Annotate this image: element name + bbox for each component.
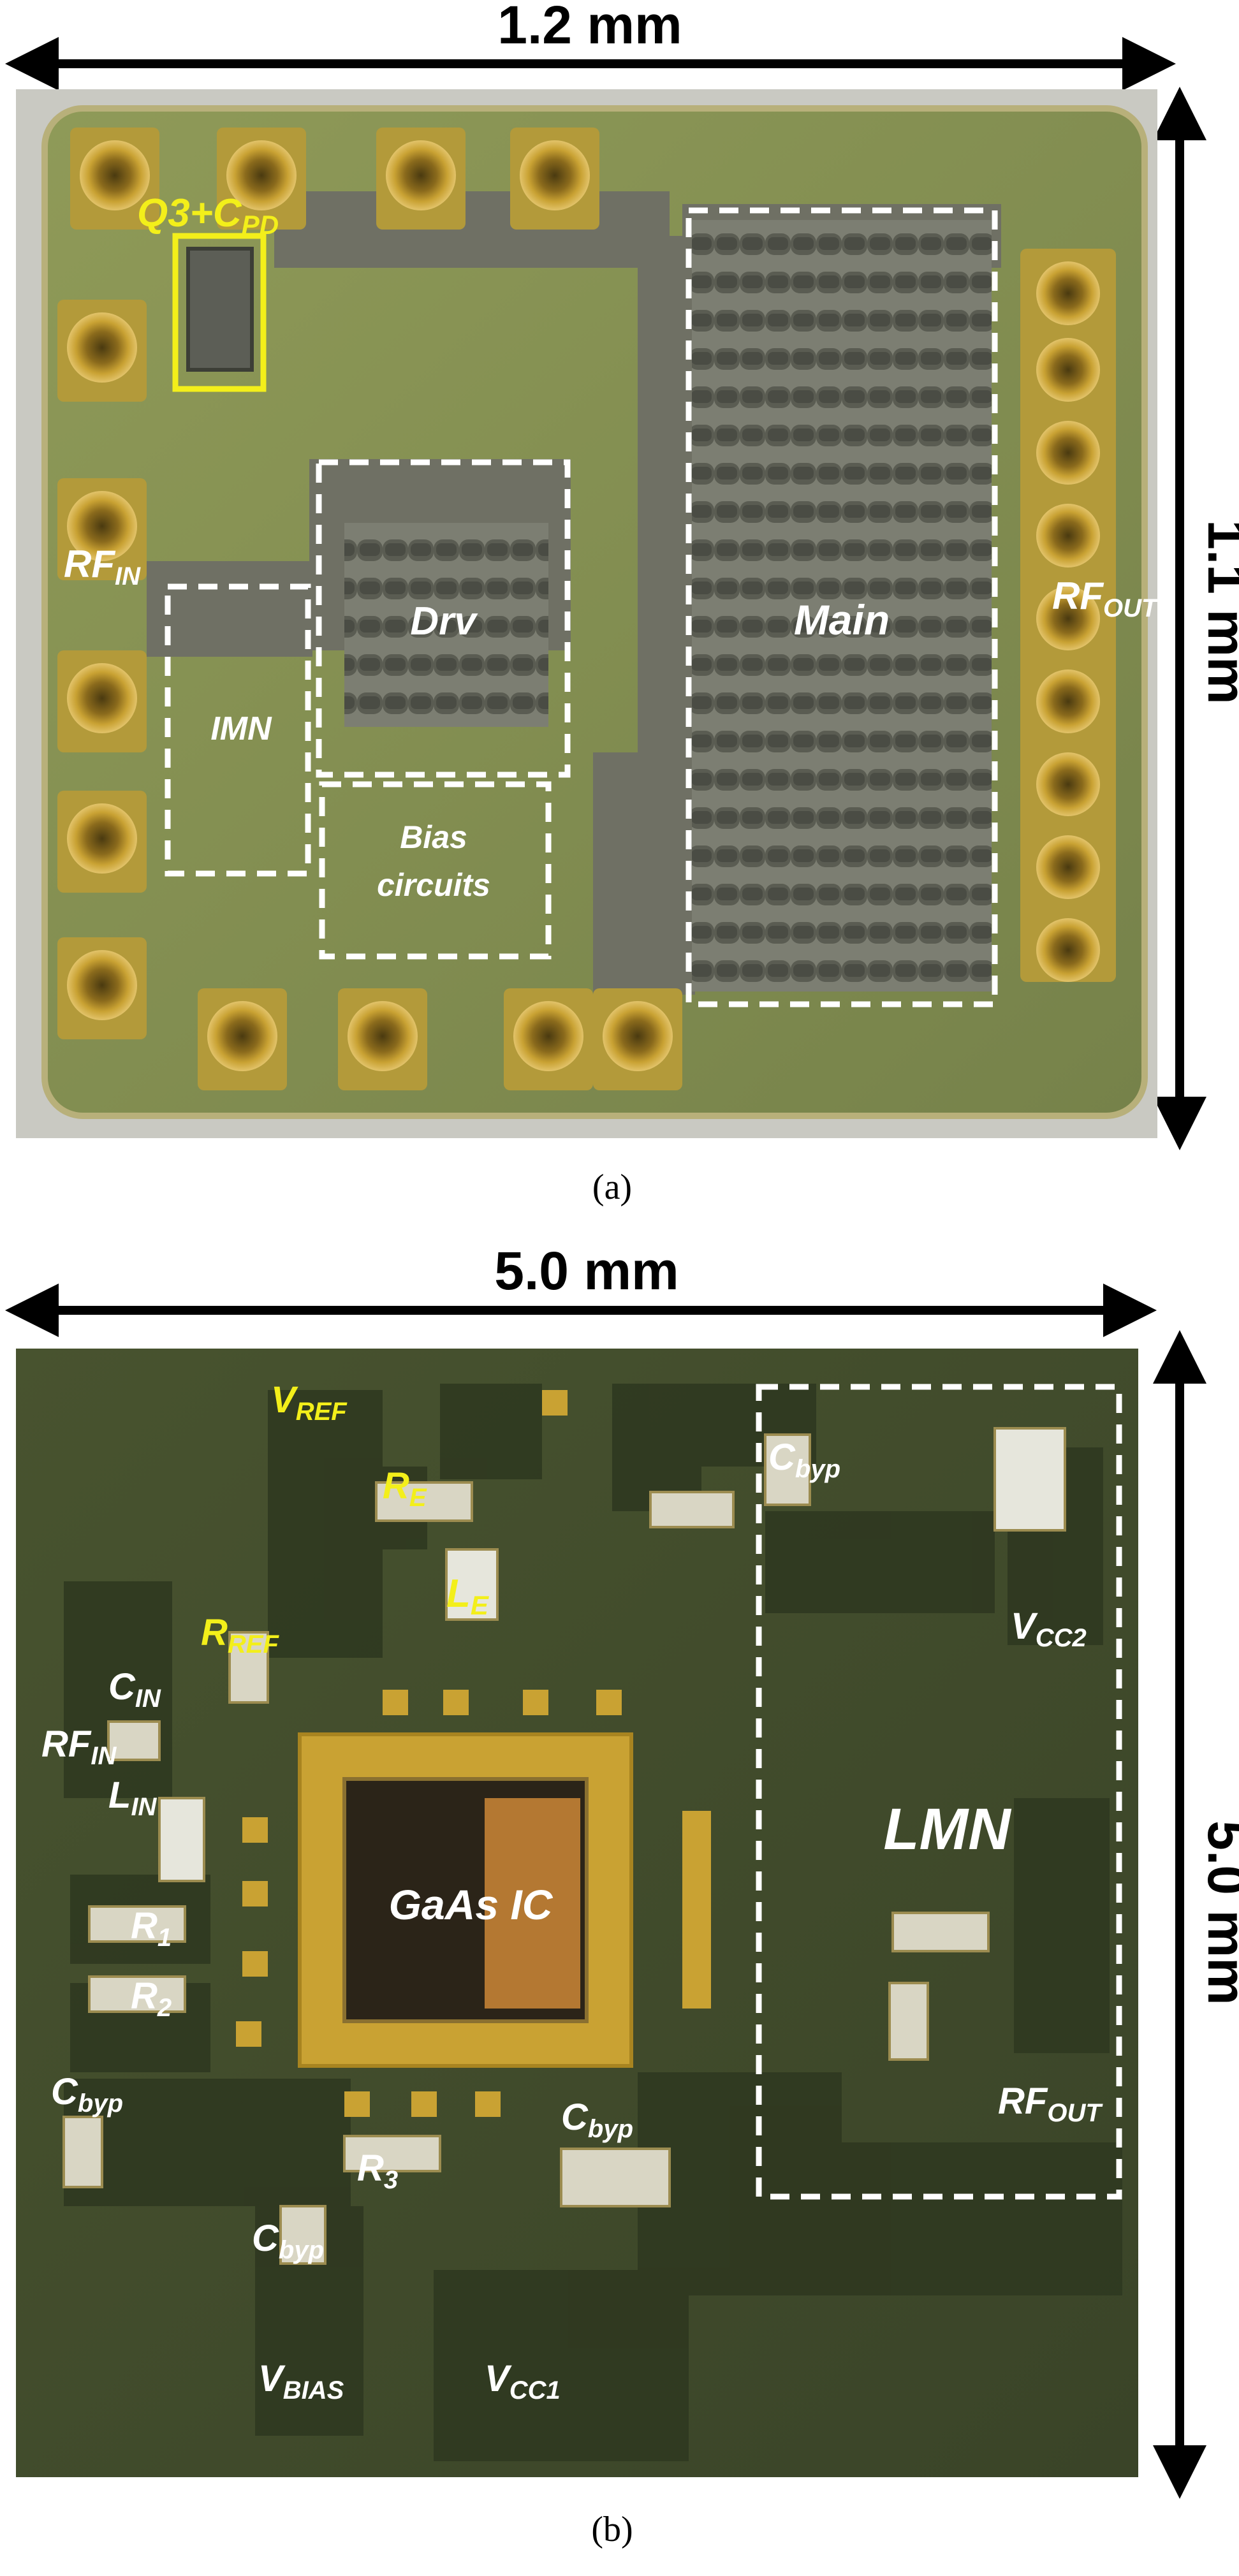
label-r1: R1 [131, 1905, 172, 1952]
label-vcc2: VCC2 [1011, 1606, 1087, 1652]
region-drv [316, 459, 571, 778]
height-dim-b: 5.0 mm [1197, 1820, 1239, 2005]
q3-device [186, 247, 254, 372]
label-cbyp-left: Cbyp [51, 2071, 123, 2118]
label-vcc1: VCC1 [485, 2358, 561, 2404]
label-rf-in-b: RFIN [41, 1723, 117, 1770]
region-main [685, 207, 998, 1007]
label-cbyp-mid: Cbyp [561, 2097, 633, 2143]
label-main: Main [794, 596, 890, 643]
label-q3-cpd: Q3+CPD [137, 191, 279, 240]
label-cbyp-bot: Cbyp [252, 2218, 324, 2264]
label-bias-line1: Bias [400, 819, 467, 855]
label-rf-in-a: RFIN [64, 543, 141, 590]
pads-bottom-a [198, 988, 682, 1090]
label-le: LE [446, 1572, 490, 1620]
label-re: RE [383, 1465, 427, 1512]
label-cbyp-top: Cbyp [768, 1437, 840, 1483]
smd-components [62, 1427, 1066, 2265]
panel-a: 1.2 mm 1.1 mm [5, 0, 1239, 1207]
gaas-ic-core [485, 1798, 580, 2009]
label-vbias: VBIAS [258, 2358, 344, 2404]
region-q3 [172, 233, 267, 392]
smd-pads [236, 1390, 622, 2117]
label-lmn: LMN [883, 1797, 1012, 1862]
width-dim-a: 1.2 mm [497, 0, 682, 55]
caption-b: (b) [591, 2510, 633, 2549]
pads-left-a [57, 300, 147, 1039]
height-dim-a: 1.1 mm [1197, 520, 1239, 705]
caption-a: (a) [592, 1167, 632, 1207]
region-lmn [756, 1384, 1122, 2200]
region-bias [319, 781, 552, 960]
label-rref: RREF [201, 1612, 279, 1658]
label-gaas-ic: GaAs IC [389, 1881, 554, 1928]
output-bond-pad [682, 1811, 711, 2009]
label-lin: LIN [108, 1775, 158, 1821]
region-imn [165, 583, 311, 877]
pads-right-a [1020, 249, 1116, 982]
driver-transistor [344, 523, 548, 727]
label-r3: R3 [357, 2148, 398, 2194]
label-drv: Drv [410, 599, 478, 643]
main-transistor-array [692, 220, 992, 992]
label-vref: VREF [271, 1379, 348, 1426]
label-r2: R2 [131, 1975, 172, 2022]
label-rf-out-a: RFOUT [1052, 574, 1159, 622]
pads-top-a [70, 128, 599, 230]
width-dim-b: 5.0 mm [494, 1241, 679, 1301]
label-rf-out-b: RFOUT [998, 2081, 1103, 2127]
label-cin: CIN [108, 1666, 161, 1713]
label-imn: IMN [210, 710, 272, 747]
panel-b: 5.0 mm 5.0 mm [5, 1241, 1239, 2549]
label-bias-line2: circuits [377, 867, 490, 903]
